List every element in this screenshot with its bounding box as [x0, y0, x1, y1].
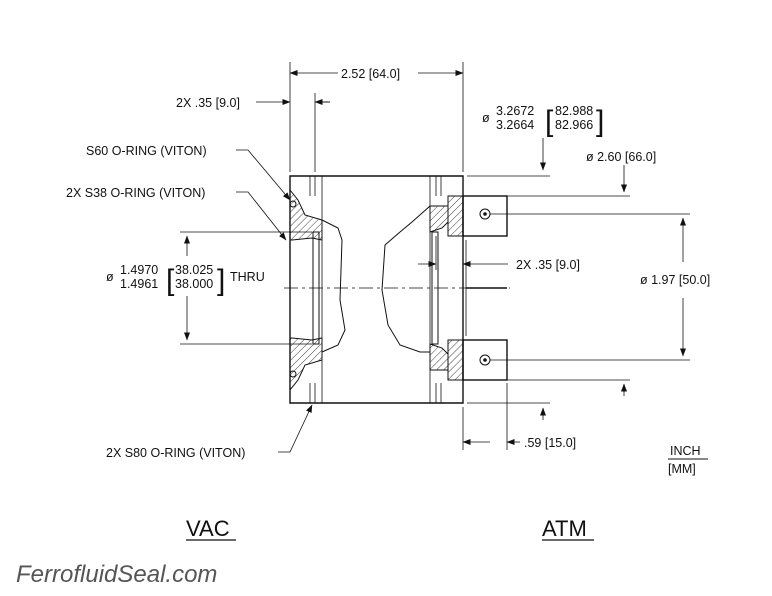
dimension-lines	[180, 62, 690, 453]
bore-dia-min: 1.4961	[120, 277, 158, 291]
flange-dia-max-mm: 82.988	[555, 104, 593, 118]
callout-s80: 2X S80 O-RING (VITON)	[106, 446, 245, 460]
break-line-right	[381, 205, 431, 353]
annotations: 2.52 [64.0] 2X .35 [9.0] ø 3.2672 3.2664…	[16, 67, 710, 588]
oring-s60	[289, 370, 297, 378]
side-label-vac: VAC	[186, 516, 230, 541]
flange-dia-min: 3.2664	[496, 118, 534, 132]
housing-outline	[289, 175, 464, 404]
dia-symbol: ø	[106, 270, 114, 284]
bracket-open: [	[166, 264, 175, 297]
bolt-circle-label: ø 1.97 [50.0]	[640, 273, 710, 287]
bolt-hole-center	[483, 212, 487, 216]
callout-s38: 2X S38 O-RING (VITON)	[66, 186, 205, 200]
bracket-close: ]	[217, 264, 225, 297]
dia-symbol: ø	[482, 111, 490, 125]
break-line-left	[321, 219, 346, 353]
watermark: FerrofluidSeal.com	[16, 561, 217, 588]
atm-groove-offset-label: 2X .35 [9.0]	[516, 258, 580, 272]
seal-housing-body	[284, 175, 510, 404]
bore-dia-max-mm: 38.025	[175, 263, 213, 277]
section-hatch-atm-top	[429, 205, 449, 233]
bracket-open: [	[545, 105, 554, 138]
flange-thickness-label: .59 [15.0]	[524, 436, 576, 450]
oring-s60	[289, 200, 297, 208]
section-hatch-flange-bottom	[447, 339, 464, 381]
leader-s60	[236, 149, 291, 201]
units-primary: INCH	[670, 444, 701, 458]
overall-length-label: 2.52 [64.0]	[341, 67, 400, 81]
leader-s80	[278, 404, 313, 453]
flange-top	[462, 195, 508, 237]
flange-dia-min-mm: 82.966	[555, 118, 593, 132]
section-hatch-vac-top	[289, 188, 323, 241]
units-secondary: [MM]	[668, 462, 696, 476]
bore-dia-max: 1.4970	[120, 263, 158, 277]
section-hatch-vac-bottom	[289, 337, 323, 392]
vac-groove-offset-label: 2X .35 [9.0]	[176, 96, 240, 110]
hub-dia-label: ø 2.60 [66.0]	[586, 150, 656, 164]
section-hatch-flange-top	[447, 195, 464, 237]
bore-dia-min-mm: 38.000	[175, 277, 213, 291]
side-label-atm: ATM	[542, 516, 587, 541]
section-hatch-atm-bottom	[429, 343, 449, 371]
leader-s38	[236, 191, 287, 241]
bolt-hole-center	[483, 358, 487, 362]
bracket-close: ]	[596, 105, 604, 138]
flange-dia-max: 3.2672	[496, 104, 534, 118]
callout-s60: S60 O-RING (VITON)	[86, 144, 207, 158]
bore-suffix: THRU	[230, 270, 265, 284]
